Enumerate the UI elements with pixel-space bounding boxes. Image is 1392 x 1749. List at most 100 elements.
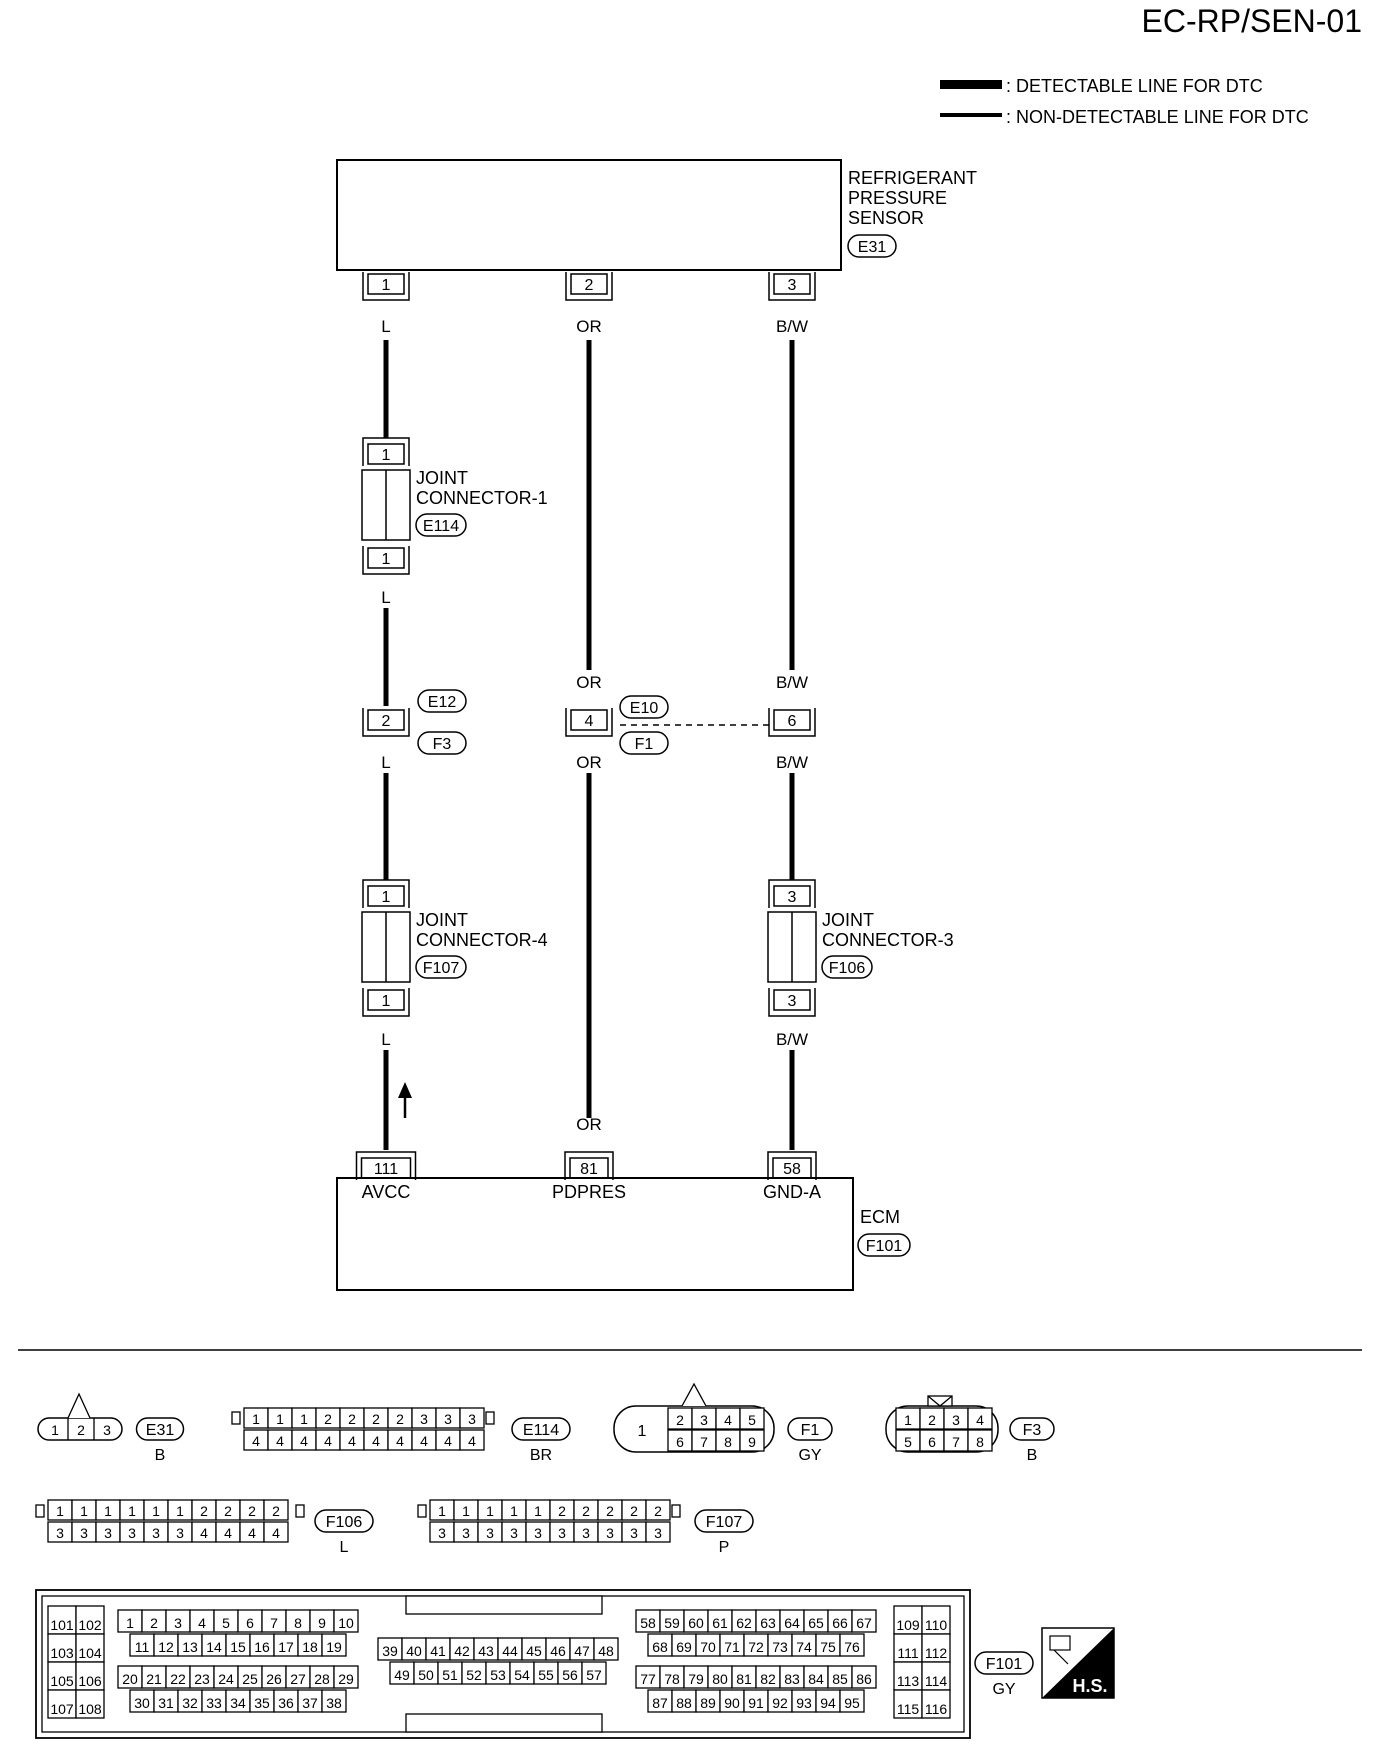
sensor-pin-2: 2	[565, 272, 613, 301]
cell-label: 115	[897, 1701, 920, 1717]
joint-connector-4-pin-bottom: 1	[362, 988, 410, 1017]
harness-pin-mid: 4	[565, 708, 613, 737]
joint-connector-1-label-2: CONNECTOR-1	[416, 488, 548, 508]
f101-r1-cell: 4	[189, 1609, 215, 1633]
f107-bottom-cell: 3	[621, 1521, 647, 1543]
cell-label: 66	[832, 1615, 848, 1631]
f101-s3-cell: 83	[779, 1665, 805, 1689]
f101-s3-cell: 79	[683, 1665, 709, 1689]
f101-col-a-cell: 102	[75, 1605, 105, 1635]
e114-top-cell: 2	[387, 1407, 413, 1429]
wire-color-label: B/W	[776, 673, 808, 692]
f1-top-cell: 4	[715, 1407, 741, 1430]
cell-label: 63	[760, 1615, 776, 1631]
f101-m2-cell: 55	[533, 1661, 559, 1685]
cell-label: 1	[56, 1503, 64, 1519]
joint-connector-1-label-1: JOINT	[416, 468, 468, 488]
f3-bottom-cell: 5	[895, 1429, 921, 1452]
e114-top-cell: 2	[363, 1407, 389, 1429]
f101-m2-cell: 52	[461, 1661, 487, 1685]
cell-label: 37	[302, 1695, 318, 1711]
cell-label: 28	[314, 1671, 330, 1687]
f101-r1-cell: 1	[117, 1609, 143, 1633]
cell-label: 11	[135, 1639, 150, 1655]
f101-r2-cell: 17	[273, 1633, 299, 1657]
f101-r3-cell: 25	[237, 1665, 263, 1689]
pin-label: 81	[580, 1161, 598, 1178]
cell-label: 93	[796, 1695, 812, 1711]
cell-label: 3	[534, 1525, 542, 1541]
cell-label: 26	[266, 1671, 282, 1687]
cell-label: 74	[796, 1639, 812, 1655]
f101-r3-cell: 29	[333, 1665, 359, 1689]
f101-r1-cell: 3	[165, 1609, 191, 1633]
cell-label: 76	[844, 1639, 860, 1655]
cell-label: 2	[348, 1411, 356, 1427]
cell-label: 110	[925, 1617, 948, 1633]
f107-top-cell: 1	[501, 1499, 527, 1521]
f106-top-cell: 2	[191, 1499, 217, 1521]
cell-label: 14	[206, 1639, 222, 1655]
f101-r2-cell: 11	[129, 1633, 155, 1657]
cell-label: 49	[394, 1667, 410, 1683]
pin-label: 3	[788, 993, 797, 1010]
cell-label: 34	[230, 1695, 246, 1711]
connector-tag-label: F107	[423, 960, 460, 977]
e114-bottom-cell: 4	[267, 1429, 293, 1451]
cell-label: 55	[538, 1667, 554, 1683]
f101-s3-cell: 84	[803, 1665, 829, 1689]
f101-s3-cell: 80	[707, 1665, 733, 1689]
e114-top-cell: 3	[435, 1407, 461, 1429]
cell-label: 2	[630, 1503, 638, 1519]
f101-s2-cell: 74	[791, 1633, 817, 1657]
view-f107-id: F107	[694, 1509, 754, 1533]
cell-label: 107	[50, 1701, 74, 1717]
f106-bottom-cell: 4	[263, 1521, 289, 1543]
cell-label: 111	[897, 1645, 918, 1661]
cell-label: 105	[50, 1673, 74, 1689]
cell-label: 13	[182, 1639, 198, 1655]
cell-label: 82	[760, 1671, 776, 1687]
cell-label: 4	[252, 1433, 260, 1449]
joint-connector-3-label-2: CONNECTOR-3	[822, 930, 954, 950]
cell-label: 64	[784, 1615, 800, 1631]
f101-s3-cell: 81	[731, 1665, 757, 1689]
f101-r4-cell: 36	[273, 1689, 299, 1713]
harness-tag-e10: E10	[619, 695, 669, 719]
view-f1-color: GY	[798, 1447, 821, 1464]
cell-label: 103	[50, 1645, 74, 1661]
f101-col-a-cell: 107	[47, 1689, 77, 1719]
ecm-name: ECM	[860, 1207, 900, 1227]
wire-color-label: L	[381, 753, 390, 772]
pin-label: 1	[382, 447, 391, 464]
cell-label: 81	[736, 1671, 752, 1687]
cell-label: 2	[558, 1503, 566, 1519]
f107-top-cell: 2	[597, 1499, 623, 1521]
cell-label: 4	[396, 1433, 404, 1449]
f101-col-a-cell: 106	[75, 1661, 105, 1691]
cell-label: 60	[688, 1615, 704, 1631]
harness-tag-f1: F1	[619, 731, 669, 755]
cell-label: 1	[128, 1503, 136, 1519]
f101-col-b-cell: 115	[893, 1689, 923, 1719]
cell-label: 1	[510, 1503, 518, 1519]
e114-bottom-cell: 4	[339, 1429, 365, 1451]
cell-label: 3	[654, 1525, 662, 1541]
f101-col-b-cell: 109	[893, 1605, 923, 1635]
cell-label: 16	[254, 1639, 270, 1655]
e114-bottom-cell: 4	[363, 1429, 389, 1451]
pin-label: 58	[783, 1161, 801, 1178]
page-title: EC-RP/SEN-01	[1142, 3, 1363, 39]
cell-label: 7	[952, 1434, 960, 1450]
f106-bottom-cell: 3	[71, 1521, 97, 1543]
pin-label: 1	[382, 551, 391, 568]
f101-m2-cell: 49	[389, 1661, 415, 1685]
f101-m1-cell: 39	[377, 1637, 403, 1661]
cell-label: 10	[338, 1615, 354, 1631]
cell-label: 85	[832, 1671, 848, 1687]
cell-label: 79	[688, 1671, 704, 1687]
cell-label: 2	[928, 1412, 936, 1428]
